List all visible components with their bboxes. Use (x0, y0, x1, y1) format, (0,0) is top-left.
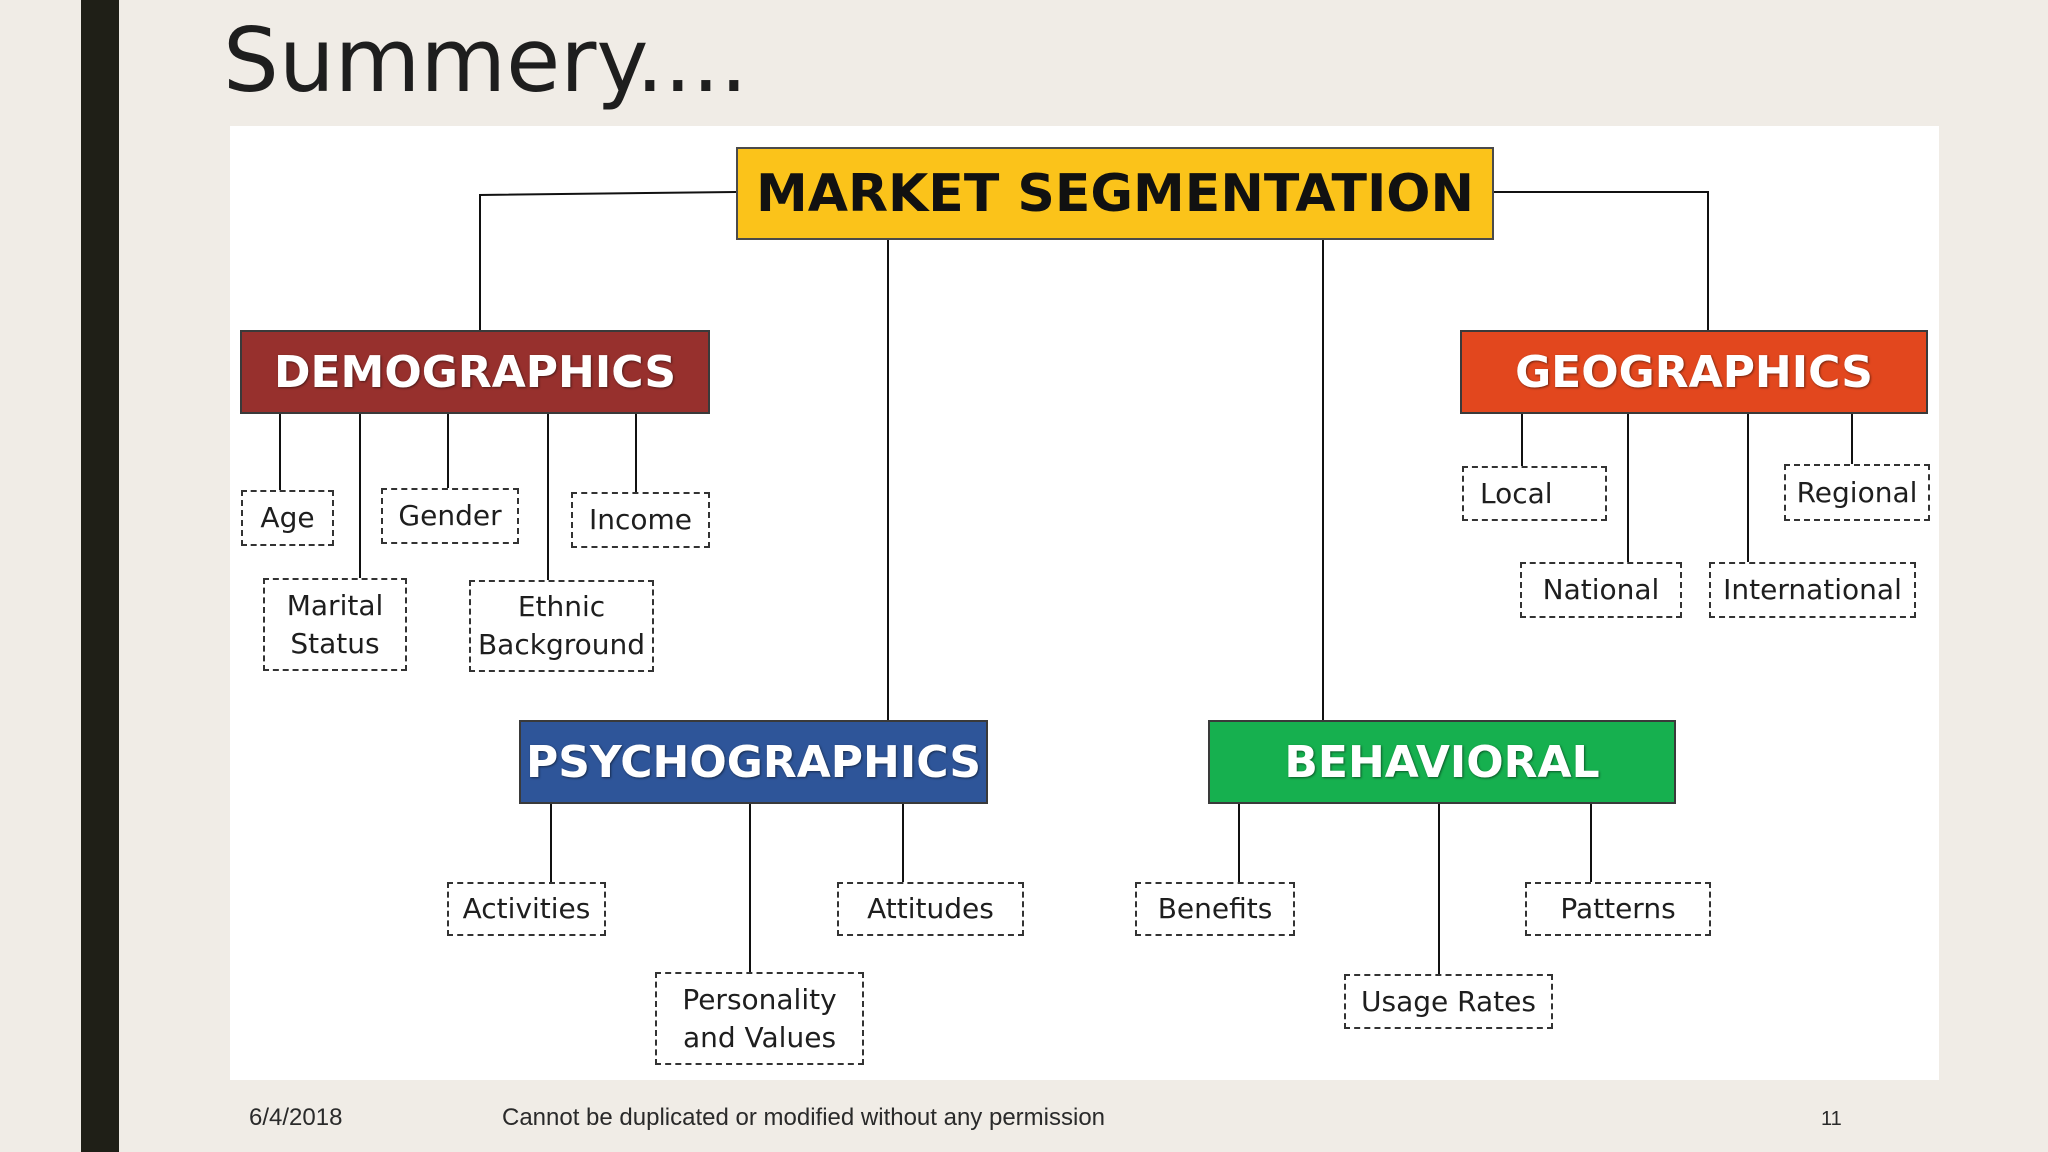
personality-values-box: Personality and Values (655, 972, 864, 1065)
behavioral-box: BEHAVIORAL (1208, 720, 1676, 804)
income-box: Income (571, 492, 710, 548)
sidebar-bar (81, 0, 119, 1152)
age-box: Age (241, 490, 334, 546)
marital-status-line1: Marital (286, 588, 384, 622)
personality-line2: and Values (682, 1020, 837, 1054)
activities-box: Activities (447, 882, 606, 936)
footer-date: 6/4/2018 (249, 1104, 343, 1131)
demographics-box: DEMOGRAPHICS (240, 330, 710, 414)
usage-rates-box: Usage Rates (1344, 974, 1553, 1029)
marital-status-box: Marital Status (263, 578, 407, 671)
ethnic-background-line1: Ethnic (517, 590, 606, 624)
market-segmentation-box: MARKET SEGMENTATION (736, 147, 1494, 240)
patterns-box: Patterns (1525, 882, 1711, 936)
personality-line1: Personality (682, 982, 837, 1016)
regional-box: Regional (1784, 464, 1930, 521)
slide-title: Summery.... (223, 9, 748, 112)
psychographics-box: PSYCHOGRAPHICS (519, 720, 988, 804)
slide-number: 11 (1821, 1108, 1842, 1130)
marital-status-line2: Status (290, 626, 380, 660)
ethnic-background-box: Ethnic Background (469, 580, 654, 672)
footer-notice: Cannot be duplicated or modified without… (502, 1104, 1106, 1131)
international-box: International (1709, 562, 1916, 618)
benefits-box: Benefits (1135, 882, 1295, 936)
geographics-box: GEOGRAPHICS (1460, 330, 1928, 414)
gender-box: Gender (381, 488, 519, 544)
attitudes-box: Attitudes (837, 882, 1024, 936)
local-box: Local (1462, 466, 1607, 521)
ethnic-background-line2: Background (477, 628, 646, 661)
national-box: National (1520, 562, 1682, 618)
